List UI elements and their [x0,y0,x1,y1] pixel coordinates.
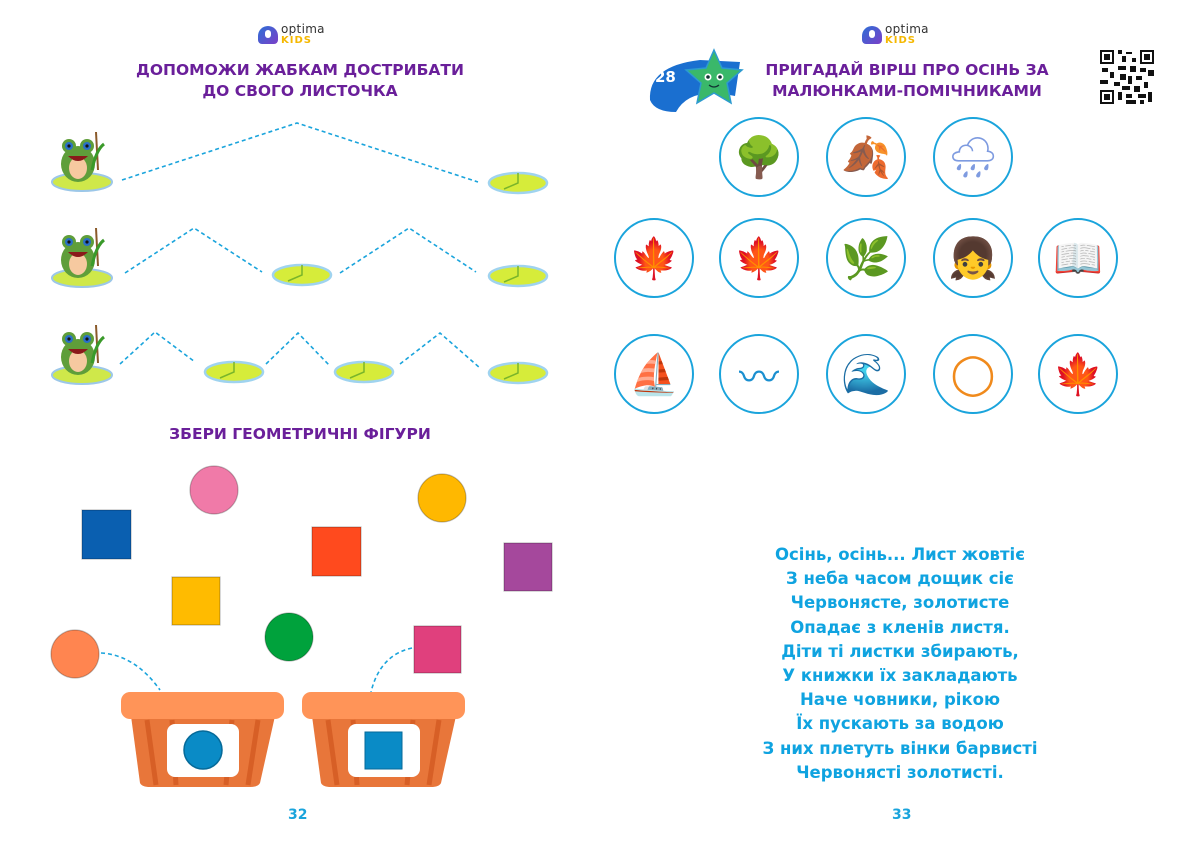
guide-line [370,647,413,693]
poem-line: Опадає з кленів листя. [790,617,1010,637]
picture-circle[interactable]: ⛵ [614,334,694,414]
jump-path [265,331,331,367]
girl-with-leaves-icon: 👧 [948,235,998,282]
leaf-wreath-icon: ◯ [950,351,996,397]
jump-path [399,331,481,369]
title-line: ДОПОМОЖИ ЖАБКАМ ДОСТРИБАТИ [136,61,464,79]
river-with-leaves-icon: 🌊 [841,351,891,398]
optima-kids-logo: optima KIDS [862,22,929,46]
basket-square[interactable] [302,692,465,787]
autumn-trees-icon: 🌳 [734,134,784,181]
picture-circle[interactable]: 🍁 [614,218,694,298]
picture-circle[interactable]: 🍁 [1038,334,1118,414]
picture-circle[interactable]: ◯ [933,334,1013,414]
guide-line [100,652,161,691]
two-maple-leaves-icon: 🍁 [1053,351,1103,398]
picture-circle[interactable]: 👧 [933,218,1013,298]
logo-kids: KIDS [281,35,312,46]
shape-square[interactable] [171,576,221,626]
title-line: МАЛЮНКАМИ-ПОМІЧНИКАМИ [772,82,1042,100]
jump-path [339,227,477,274]
shape-square[interactable] [413,625,462,674]
frog-paths-drawing [50,122,549,386]
qr-code-icon[interactable] [1098,48,1156,106]
autumn-poem: Осінь, осінь... Лист жовтіє З неба часом… [720,543,1080,785]
picture-circle[interactable]: 🍁 [719,218,799,298]
picture-circle[interactable]: 🌿 [826,218,906,298]
logo-word: optima [281,22,325,36]
poem-line: Червоняcте, золотисте [790,593,1010,613]
title-line: ПРИГАДАЙ ВІРШ ПРО ОСІНЬ ЗА [765,61,1049,79]
river-icon: 〰 [739,355,779,401]
poem-line: У книжки їх закладають [782,666,1018,686]
jump-path [121,122,479,183]
poem-line: З неба часом дощик сіє [786,569,1014,589]
logo-badge-icon [862,26,882,44]
poem-line: Діти ті листки збирають, [781,641,1019,661]
poem-line: З них плетуть вінки барвисті [762,738,1038,758]
poem-line: Їх пускають за водою [796,714,1004,734]
frogs-task-title: ДОПОМОЖИ ЖАБКАМ ДОСТРИБАТИ ДО СВОГО ЛИСТ… [100,60,500,102]
poem-line: Наче човники, рікою [799,690,1001,710]
poem-task-title: ПРИГАДАЙ ВІРШ ПРО ОСІНЬ ЗА МАЛЮНКАМИ-ПОМ… [737,60,1077,102]
badge-number: 28 [655,68,676,86]
target-circle-icon [183,730,223,770]
picture-circle[interactable]: 🌳 [719,117,799,197]
shape-circle[interactable] [50,629,100,679]
basket-circle[interactable] [121,692,284,787]
logo-badge-icon [258,26,278,44]
picture-circle[interactable]: 〰 [719,334,799,414]
poem-line: Осінь, осінь... Лист жовтіє [774,545,1025,564]
picture-circle[interactable]: 🌧 [933,117,1013,197]
shapes-drawing [50,465,553,787]
shape-circle[interactable] [264,612,314,662]
red-maple-leaf-icon: 🍁 [629,235,679,282]
bare-tree-icon: 🌿 [841,235,891,282]
logo-kids: KIDS [885,35,916,46]
jump-path [119,330,196,365]
target-square-icon [364,731,403,770]
picture-circle[interactable]: 📖 [1038,218,1118,298]
left-page: optima KIDS ДОПОМОЖИ ЖАБКАМ ДОСТРИБАТИ Д… [50,22,553,823]
jump-path [124,227,263,274]
poem-line: Червоняcті золотисті. [796,762,1004,782]
picture-circle[interactable]: 🍂 [826,117,906,197]
shape-circle[interactable] [417,473,467,523]
paper-boat-icon: ⛵ [629,351,679,398]
oak-leaf-icon: 🍂 [841,134,891,181]
shape-square[interactable] [81,509,132,560]
shape-square[interactable] [311,526,362,577]
yellow-maple-leaf-icon: 🍁 [734,235,784,282]
logo-word: optima [885,22,929,36]
book-with-leaf-icon: 📖 [1053,235,1103,282]
picture-circle[interactable]: 🌊 [826,334,906,414]
shapes-task-title: ЗБЕРИ ГЕОМЕТРИЧНІ ФІГУРИ [169,425,431,443]
rain-cloud-icon: 🌧 [947,134,999,181]
optima-kids-logo: optima KIDS [258,22,325,46]
page-number: 32 [288,807,308,823]
page-number: 33 [892,807,912,823]
title-line: ДО СВОГО ЛИСТОЧКА [202,82,398,100]
shape-circle[interactable] [189,465,239,515]
shape-square[interactable] [503,542,553,592]
